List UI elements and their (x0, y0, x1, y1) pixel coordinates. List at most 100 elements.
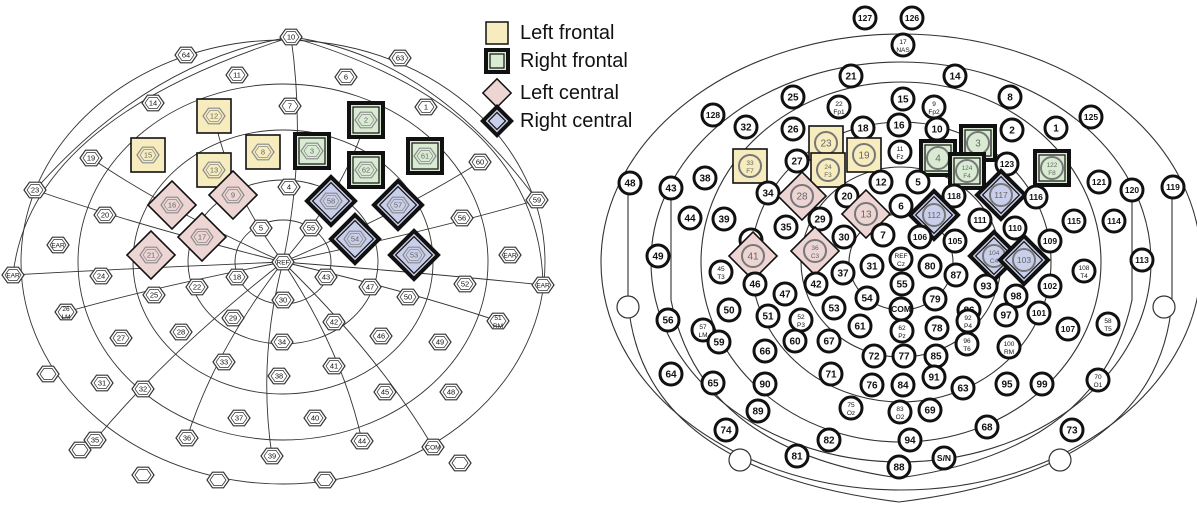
electrode-label: 34 (278, 338, 286, 347)
electrode-label: 101 (1032, 308, 1046, 318)
electrode: 34 (755, 180, 781, 206)
electrode-circle (897, 427, 923, 453)
electrode-label: 36 (183, 434, 191, 443)
electrode-label: 47 (779, 290, 791, 301)
electrode: 14 (942, 63, 968, 89)
electrode-label: 16 (168, 201, 176, 210)
electrode: 15 (130, 137, 166, 173)
electrode: 65 (700, 370, 726, 396)
electrode: 95 (994, 371, 1020, 397)
electrode-circle (1160, 174, 1186, 200)
electrode-label: 124 (962, 165, 973, 172)
electrode: 102 (1037, 273, 1063, 299)
legend: Left frontal Right frontal Left central … (480, 20, 680, 140)
electrode-label: EAR (536, 282, 550, 289)
electrode: 16 (886, 112, 912, 138)
electrode: COM (888, 296, 914, 322)
electrode: 120 (1119, 177, 1145, 203)
electrode: 24 (89, 267, 113, 285)
electrode: EAR (46, 236, 70, 254)
electrode-circle (907, 224, 933, 250)
electrode: 53 (821, 295, 847, 321)
electrode-label: 35 (91, 436, 99, 445)
electrode-label: 17 (198, 233, 206, 242)
electrode-label: 104 (989, 250, 1000, 257)
electrode-circle (941, 183, 967, 209)
electrode: 72 (861, 343, 887, 369)
electrode-label: 126 (905, 13, 919, 23)
electrode: 6 (334, 68, 358, 86)
electrode: 93 (973, 273, 999, 299)
electrode-label: 1 (424, 103, 428, 112)
electrode-circle (1029, 371, 1055, 397)
electrode-label: 120 (1125, 185, 1139, 195)
electrode-label: 52 (797, 314, 805, 321)
electrode-circle (861, 343, 887, 369)
electrode-label: 94 (904, 436, 916, 447)
electrode-circle (1101, 208, 1127, 234)
electrode-label: 68 (981, 423, 993, 434)
electrode: 12 (196, 98, 232, 134)
electrode-circle (854, 202, 878, 226)
electrode: 91 (921, 364, 947, 390)
electrode-label: 87 (950, 271, 962, 282)
electrode-label: 55 (896, 280, 908, 291)
electrode-circle (974, 414, 1000, 440)
electrode-label: 28 (796, 192, 808, 203)
electrode-hex (202, 107, 226, 125)
electrode-circle (816, 427, 842, 453)
electrode-label: 57 (394, 201, 402, 210)
electrode-circle (803, 271, 829, 297)
electrode-circle (1040, 156, 1064, 180)
electrode-circle (955, 159, 979, 183)
electrode-hex (202, 161, 226, 179)
electrode-circle (942, 63, 968, 89)
electrode: 109 (1037, 228, 1063, 254)
electrode: 5 (249, 219, 273, 237)
electrode-label: 64 (182, 51, 190, 60)
electrode: 55 (299, 219, 323, 237)
unlabeled-electrode (1152, 295, 1176, 319)
electrode-label: 88 (893, 463, 905, 474)
electrode-circle (999, 117, 1025, 143)
electrode-label: EAR (6, 272, 20, 279)
electrode-label: 34 (762, 189, 774, 200)
electrode-circle (917, 253, 943, 279)
electrode-sublabel: LM (61, 314, 70, 321)
electrode-circle (821, 295, 847, 321)
electrode-sublabel: Oz (847, 410, 855, 417)
right-frontal-swatch (484, 48, 510, 74)
electrode-sublabel: LM (698, 332, 707, 339)
electrode-sublabel: Fp2 (928, 109, 940, 116)
electrode-label: 47 (366, 283, 374, 292)
electrode-label: REF (277, 259, 290, 266)
electrode-circle (905, 169, 931, 195)
electrode-hex (136, 146, 160, 164)
left-central-marker (727, 230, 779, 282)
electrode-label: 128 (706, 110, 720, 120)
electrode-label: COM (891, 304, 911, 314)
left-central-marker (125, 229, 177, 281)
electrode-sublabel: F3 (824, 172, 832, 179)
electrode-label: 37 (235, 414, 243, 423)
electrode-label: 45 (717, 266, 725, 273)
electrode: 81 (784, 443, 810, 469)
electrode-label: 7 (288, 102, 292, 111)
electrode-circle (784, 148, 810, 174)
right-central-swatch (480, 104, 514, 138)
electrode-circle (994, 371, 1020, 397)
electrode-label: 51 (494, 315, 502, 322)
electrode-label: 21 (147, 251, 155, 260)
electrode: 121 (1086, 169, 1112, 195)
electrode-label: 9 (932, 101, 936, 108)
electrode-hex (190, 228, 214, 246)
electrode: 7 (870, 222, 896, 248)
electrode-label: 103 (1017, 255, 1031, 265)
unlabeled-electrode (1048, 448, 1072, 472)
electrode-circle (700, 102, 726, 128)
electrode-label: 54 (861, 294, 873, 305)
